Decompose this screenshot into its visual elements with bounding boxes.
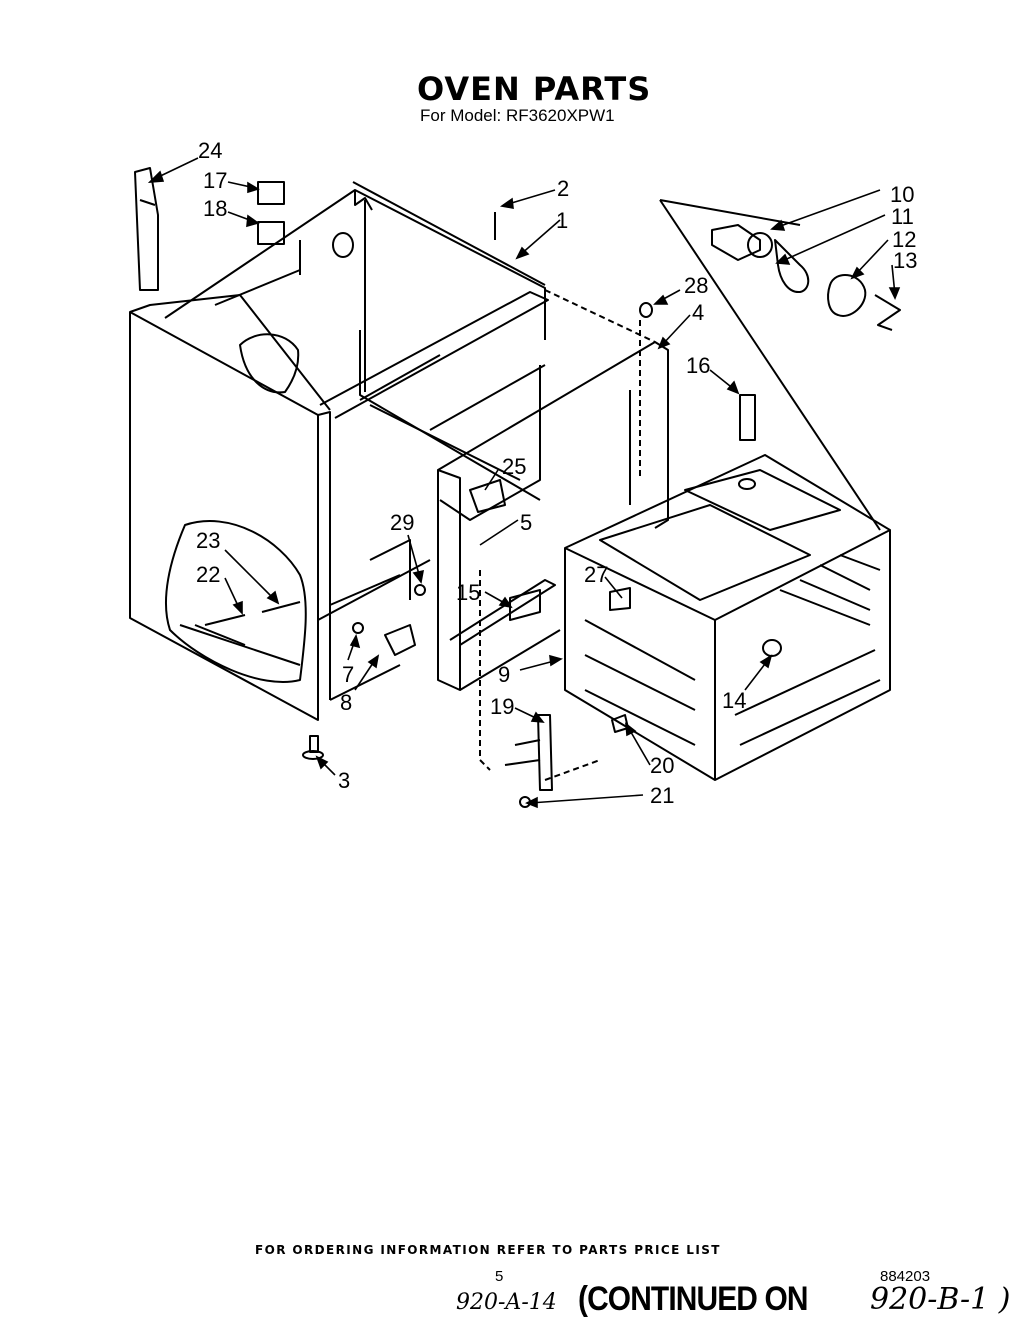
plug-14	[762, 639, 782, 657]
handwritten-continued: 920-B-1 )	[870, 1282, 1011, 1317]
callout-28: 28	[684, 273, 708, 298]
oven-liner	[564, 454, 891, 781]
page-number: 5	[495, 1268, 504, 1285]
callout-22: 22	[196, 562, 220, 587]
body-left-panel	[129, 311, 319, 721]
side-strip	[134, 167, 159, 291]
body-top-flange	[129, 294, 331, 411]
top-cross-rail	[319, 291, 549, 419]
callout-25: 25	[502, 454, 526, 479]
panel-cutout	[164, 520, 307, 683]
callout-7: 7	[342, 662, 354, 687]
hinge-27	[609, 587, 631, 611]
callout-9: 9	[498, 662, 510, 687]
lamp-clip	[874, 294, 901, 331]
callout-17: 17	[203, 168, 227, 193]
callout-13: 13	[893, 248, 917, 273]
bracket-15	[509, 589, 541, 621]
callout-14: 14	[722, 688, 746, 713]
document-number: 884203	[880, 1268, 931, 1285]
callout-4: 4	[692, 300, 704, 325]
front-frame	[437, 341, 669, 529]
callout-8: 8	[340, 690, 352, 715]
knob-17	[257, 181, 285, 205]
callout-11: 11	[891, 204, 914, 229]
callout-27: 27	[584, 562, 608, 587]
callout-18: 18	[203, 196, 227, 221]
ordering-note: FOR ORDERING INFORMATION REFER TO PARTS …	[255, 1243, 721, 1257]
callout-19: 19	[490, 694, 514, 719]
continued-label: (CONTINUED ON	[578, 1280, 808, 1318]
page-title: OVEN PARTS	[417, 70, 652, 108]
knob-18	[257, 221, 285, 245]
callout-5: 5	[520, 510, 532, 535]
model-subtitle: For Model: RF3620XPW1	[420, 106, 615, 125]
callout-10: 10	[890, 182, 914, 207]
handwritten-ref: 920-A-14	[456, 1290, 557, 1315]
callout-15: 15	[456, 580, 480, 605]
lamp-lens	[827, 274, 867, 317]
lamp-socket	[711, 224, 761, 261]
body-rear-panel	[164, 189, 546, 340]
callout-21: 21	[650, 783, 674, 808]
lamp-bulb	[774, 239, 810, 294]
callout-20: 20	[650, 753, 674, 778]
callout-2: 2	[557, 176, 569, 201]
callout-29: 29	[390, 510, 414, 535]
callout-3: 3	[338, 768, 350, 793]
leveling-foot	[309, 735, 319, 753]
callout-1: 1	[556, 208, 568, 233]
callout-12: 12	[892, 227, 916, 252]
callout-24: 24	[198, 138, 222, 163]
tube-16	[739, 394, 756, 441]
bracket-19	[537, 714, 553, 791]
callout-23: 23	[196, 528, 220, 553]
callout-16: 16	[686, 353, 710, 378]
